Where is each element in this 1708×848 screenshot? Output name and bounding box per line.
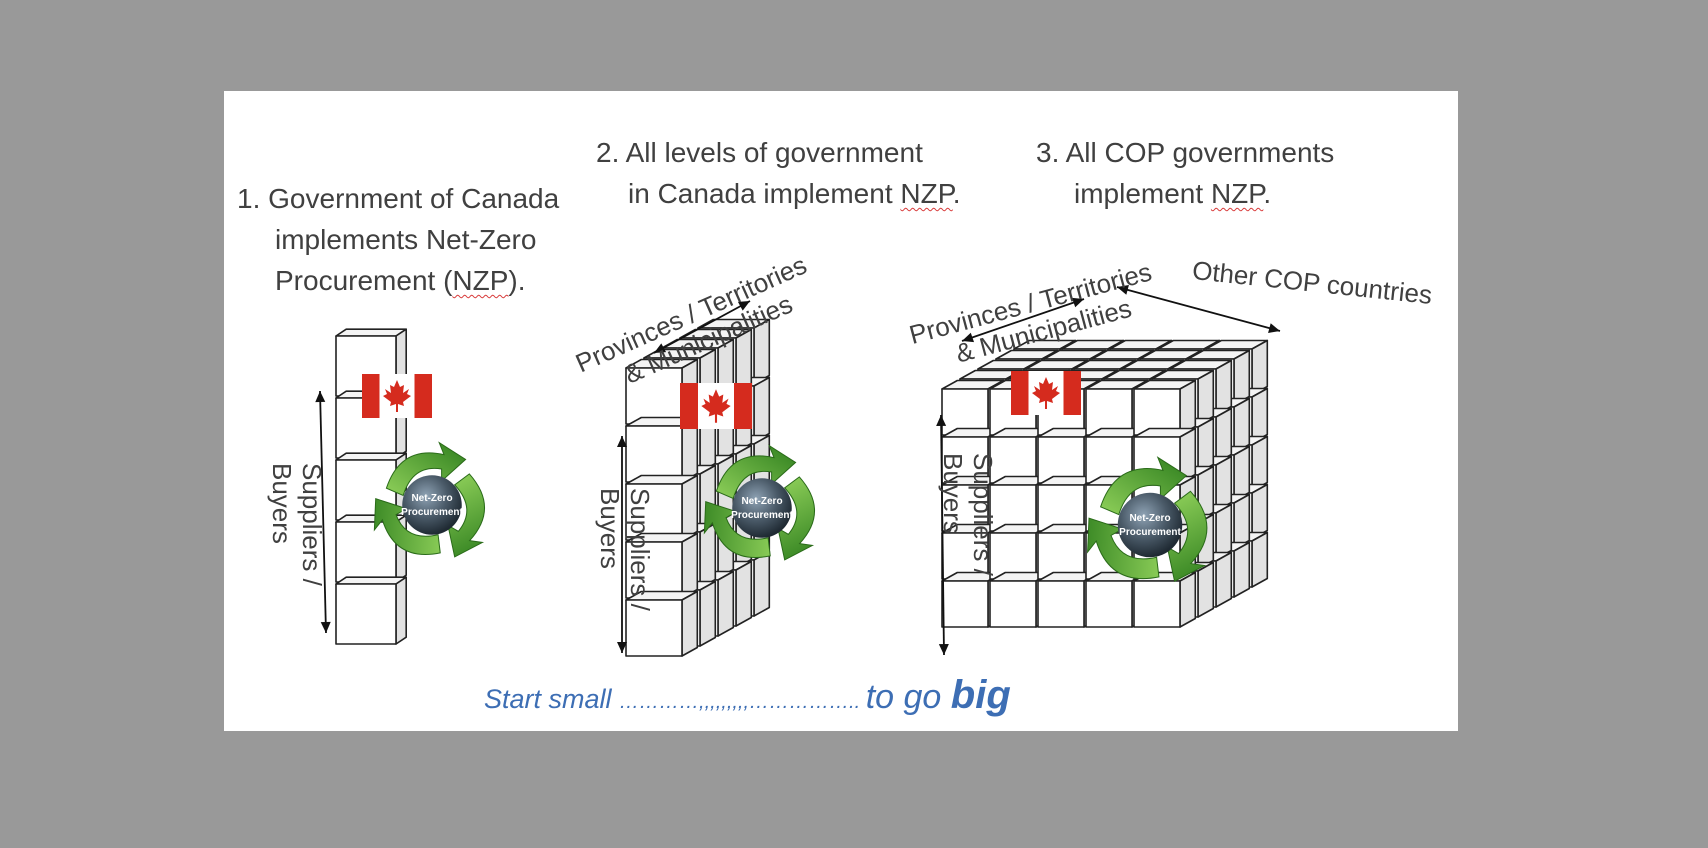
arrow-vertical-3 [936,414,949,656]
suppliers-text-1: Suppliers / [297,463,327,586]
suppliers-text-3: Suppliers / [968,453,998,576]
stack2-cube-0-3-0 [625,532,699,599]
stack3-cube-4-4-0 [1133,571,1197,628]
step-2-title: 2. All levels of government in Canada im… [596,132,961,214]
step-2-line-2-end: . [952,178,961,209]
step-2-nzp: NZP [900,178,953,209]
step-1-line-3-end: ). [508,265,526,296]
step-3-number: 3. [1036,137,1060,168]
suppliers-text-2: Suppliers / [625,488,655,611]
buyers-text-3: Buyers [938,453,968,534]
stack3-cube-1-2-0 [989,475,1053,532]
canada-flag-1 [362,374,432,418]
arrow-vertical-2 [617,436,627,653]
dimension-arrows [315,285,1281,656]
step-1-line-3: Procurement ( [275,265,453,296]
step-2-line-1: All levels of government [625,137,923,168]
step-1-title: 1. Government of Canada implements Net-Z… [237,178,559,301]
step-1-number: 1. [237,183,261,214]
step-1-line-2: implements Net-Zero [275,224,537,255]
step-3-line-1: All COP governments [1065,137,1335,168]
arrow-cop-3 [1116,285,1281,333]
suppliers-buyers-label-1: Suppliers / Buyers [267,463,327,586]
step-2-line-2: in Canada implement [628,178,901,209]
net-zero-logo-3-line-1: Net-Zero [1129,513,1170,524]
step-1-nzp: NZP [452,265,509,296]
canada-flags [362,371,1081,429]
canada-flag-2 [680,383,752,429]
tagline-start: Start small [484,684,620,714]
step-1-line-1: Government of Canada [268,183,560,214]
net-zero-logo-1-line-2: Procurement [401,507,463,518]
tagline: Start small …………,,,,,,,,,…………….. to go b… [484,673,1011,718]
stack1-cube-0-4-0 [335,576,407,645]
buyers-text-1: Buyers [267,463,297,544]
step-3-line-2: implement [1074,178,1211,209]
canada-flag-3 [1011,371,1081,415]
net-zero-logo-3-line-2: Procurement [1119,527,1181,538]
stack2-cube-0-2-0 [625,474,699,541]
step-3-nzp: NZP [1210,178,1264,209]
tagline-dots: …………,,,,,,,,,…………….. [619,691,866,713]
stack2-cube-0-1-0 [625,416,699,483]
tagline-big: big [950,673,1011,717]
arrow-provinces-2 [653,300,751,354]
tagline-to-go: to go [865,678,951,716]
stack2-cube-0-4-0 [625,590,699,657]
suppliers-buyers-label-2: Suppliers / Buyers [595,488,655,611]
net-zero-logo-2-line-1: Net-Zero [741,496,782,507]
buyers-text-2: Buyers [595,488,625,569]
stack3-cube-4-0-0 [1133,379,1197,436]
arrow-provinces-3 [961,297,1085,343]
arrow-vertical-1 [315,390,331,634]
net-zero-logo-2-line-2: Procurement [731,510,793,521]
step-3-title: 3. All COP governments implement NZP. [1036,132,1334,214]
net-zero-logo-1-line-1: Net-Zero [411,493,452,504]
step-2-number: 2. [596,137,620,168]
suppliers-buyers-label-3: Suppliers / Buyers [938,453,998,576]
step-3-line-2-end: . [1263,178,1272,209]
